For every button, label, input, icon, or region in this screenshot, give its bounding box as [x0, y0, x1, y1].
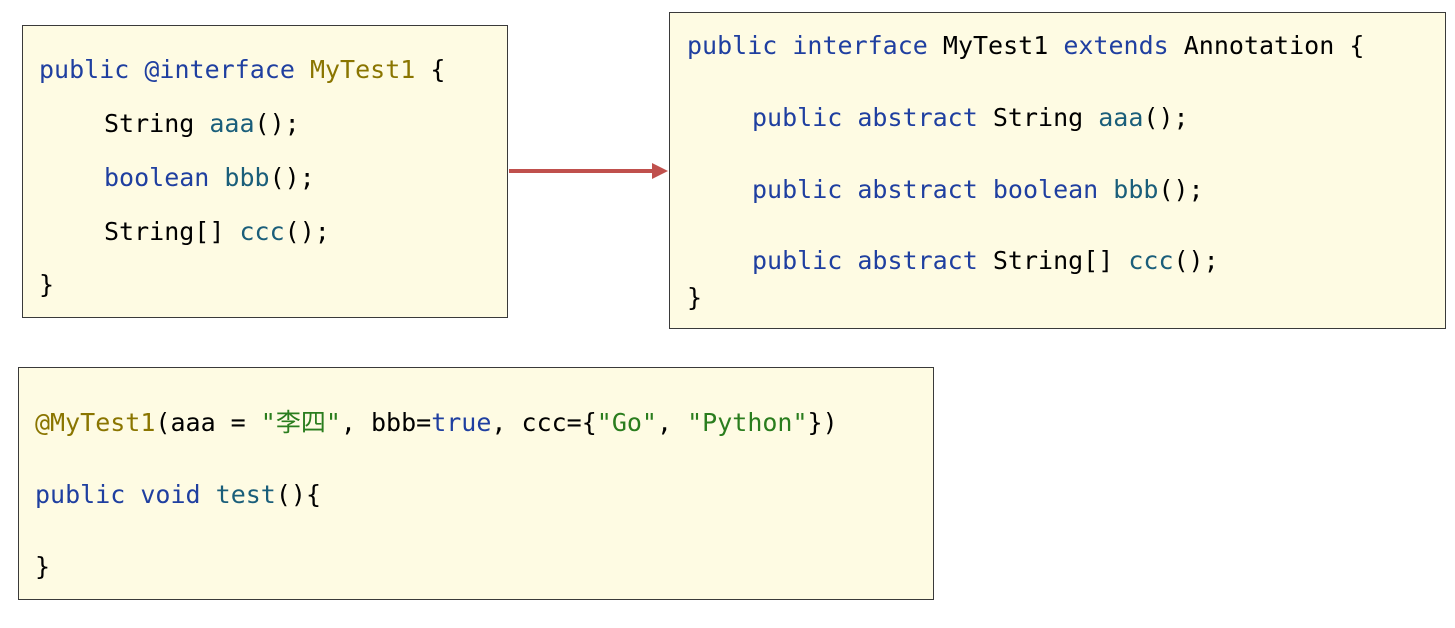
keyword: public — [39, 55, 130, 84]
string-literal: "李四" — [260, 408, 341, 437]
parent-type: Annotation — [1183, 31, 1335, 60]
keyword: true — [431, 408, 492, 437]
type: String — [104, 109, 195, 138]
punctuation: }) — [807, 408, 838, 437]
interface-name: MyTest1 — [942, 31, 1049, 60]
type: String — [992, 103, 1084, 132]
brace: { — [430, 55, 446, 84]
code-line: @MyTest1(aaa = "李四", bbb=true, ccc={"Go"… — [35, 408, 838, 438]
code-line: public interface MyTest1 extends Annotat… — [687, 31, 1364, 61]
code-line: public void test(){ — [35, 480, 321, 510]
type: String[] — [992, 246, 1114, 275]
code-line: String aaa(); — [104, 109, 300, 139]
keyword: abstract — [857, 246, 978, 275]
keyword: abstract — [857, 175, 978, 204]
string-literal: "Python" — [687, 408, 808, 437]
annotation-name: @MyTest1 — [35, 408, 156, 437]
punctuation: , ccc={ — [491, 408, 597, 437]
code-line: } — [687, 283, 702, 313]
code-line: String[] ccc(); — [104, 217, 330, 247]
method-name: ccc — [1128, 246, 1174, 275]
punctuation: (); — [1173, 246, 1219, 275]
brace: } — [35, 552, 51, 581]
keyword: public — [752, 175, 843, 204]
punctuation: , bbb= — [340, 408, 432, 437]
code-line: public @interface MyTest1 { — [39, 55, 445, 85]
code-line: public abstract String[] ccc(); — [752, 246, 1219, 276]
string-literal: "Go" — [596, 408, 657, 437]
punctuation: (){ — [275, 480, 322, 509]
code-line: public abstract boolean bbb(); — [752, 175, 1204, 205]
punctuation: (); — [1158, 175, 1204, 204]
keyword: public — [687, 31, 778, 60]
method-name: test — [215, 480, 276, 509]
method-name: bbb — [224, 163, 270, 192]
type: boolean — [104, 163, 210, 192]
annotation-name: MyTest1 — [309, 55, 416, 84]
annotation-usage-box: @MyTest1(aaa = "李四", bbb=true, ccc={"Go"… — [18, 367, 934, 600]
keyword: public — [35, 480, 126, 509]
punctuation: (aaa = — [155, 408, 261, 437]
compiled-interface-box: public interface MyTest1 extends Annotat… — [669, 12, 1446, 329]
brace: } — [687, 283, 703, 312]
code-line: } — [39, 270, 54, 300]
punctuation: , — [657, 408, 688, 437]
keyword: extends — [1063, 31, 1169, 60]
brace: } — [39, 270, 55, 299]
keyword: @interface — [144, 55, 295, 84]
keyword: interface — [792, 31, 928, 60]
annotation-declaration-box: public @interface MyTest1 { String aaa()… — [22, 25, 508, 318]
code-line: } — [35, 552, 50, 582]
method-name: bbb — [1113, 175, 1159, 204]
brace: { — [1349, 31, 1365, 60]
type: boolean — [992, 175, 1099, 204]
keyword: void — [140, 480, 201, 509]
method-name: aaa — [209, 109, 255, 138]
punctuation: (); — [269, 163, 315, 192]
punctuation: (); — [1143, 103, 1189, 132]
keyword: abstract — [857, 103, 978, 132]
punctuation: (); — [284, 217, 330, 246]
punctuation: (); — [254, 109, 300, 138]
method-name: aaa — [1098, 103, 1144, 132]
method-name: ccc — [239, 217, 285, 246]
code-line: public abstract String aaa(); — [752, 103, 1189, 133]
type: String[] — [104, 217, 225, 246]
keyword: public — [752, 246, 843, 275]
code-line: boolean bbb(); — [104, 163, 315, 193]
arrow-head — [652, 163, 668, 179]
keyword: public — [752, 103, 843, 132]
